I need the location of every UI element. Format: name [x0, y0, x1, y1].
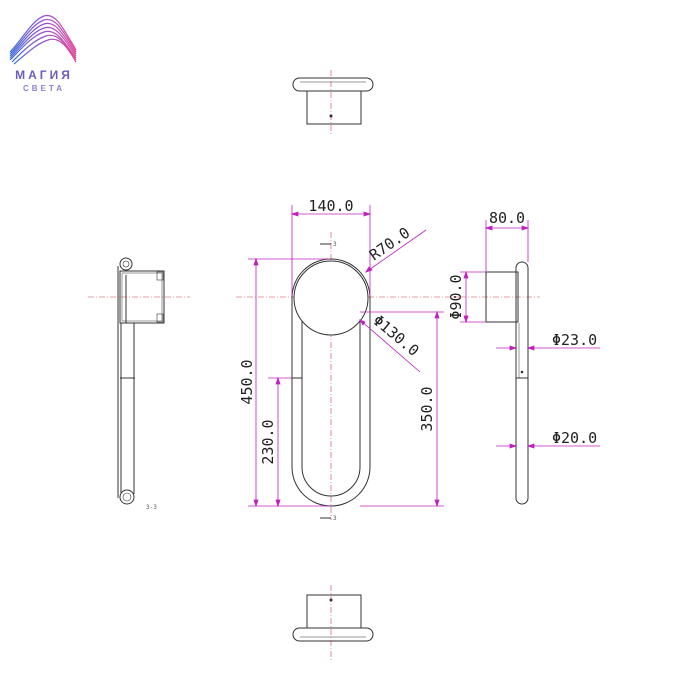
brand-logo: МАГИЯ СВЕТА: [9, 14, 77, 93]
dim-height-total: 450.0: [238, 359, 256, 404]
dim-diameter-lower-tube: Φ20.0: [552, 429, 597, 447]
dimension-lines: [248, 205, 600, 508]
disc: [293, 260, 369, 336]
outer-loop: [291, 258, 371, 507]
bottom-view: [292, 585, 374, 660]
bottom-cut-label: 3: [333, 515, 337, 522]
section-view-bottom-ring: [119, 489, 135, 505]
brand-name: МАГИЯ: [15, 68, 73, 82]
brand-tagline: СВЕТА: [23, 84, 65, 93]
top-view: [292, 70, 374, 136]
dim-height-tube: 230.0: [259, 419, 277, 464]
section-label: 3-3: [146, 504, 157, 511]
section-view: 3-3: [88, 257, 190, 511]
front-view: 3 3: [236, 232, 460, 522]
bottom-view-ring: [292, 627, 374, 642]
section-view-base: [119, 270, 165, 324]
dim-height-ring: 350.0: [418, 386, 436, 431]
wave-logo-icon: [9, 14, 77, 65]
top-cut-label: 3: [333, 241, 337, 248]
side-view: [460, 261, 540, 505]
dim-width-front: 140.0: [308, 197, 353, 215]
dim-diameter-base: Φ90.0: [447, 274, 465, 319]
side-view-tube: [515, 261, 529, 505]
dim-depth-side: 80.0: [489, 209, 525, 227]
bottom-view-base: [306, 594, 362, 629]
top-view-ring: [292, 77, 374, 92]
section-cut-markers: [320, 243, 331, 519]
section-view-top-ring: [119, 257, 133, 271]
dim-diameter-upper-tube: Φ23.0: [552, 331, 597, 349]
side-view-base: [485, 271, 519, 323]
top-view-base: [306, 90, 362, 125]
